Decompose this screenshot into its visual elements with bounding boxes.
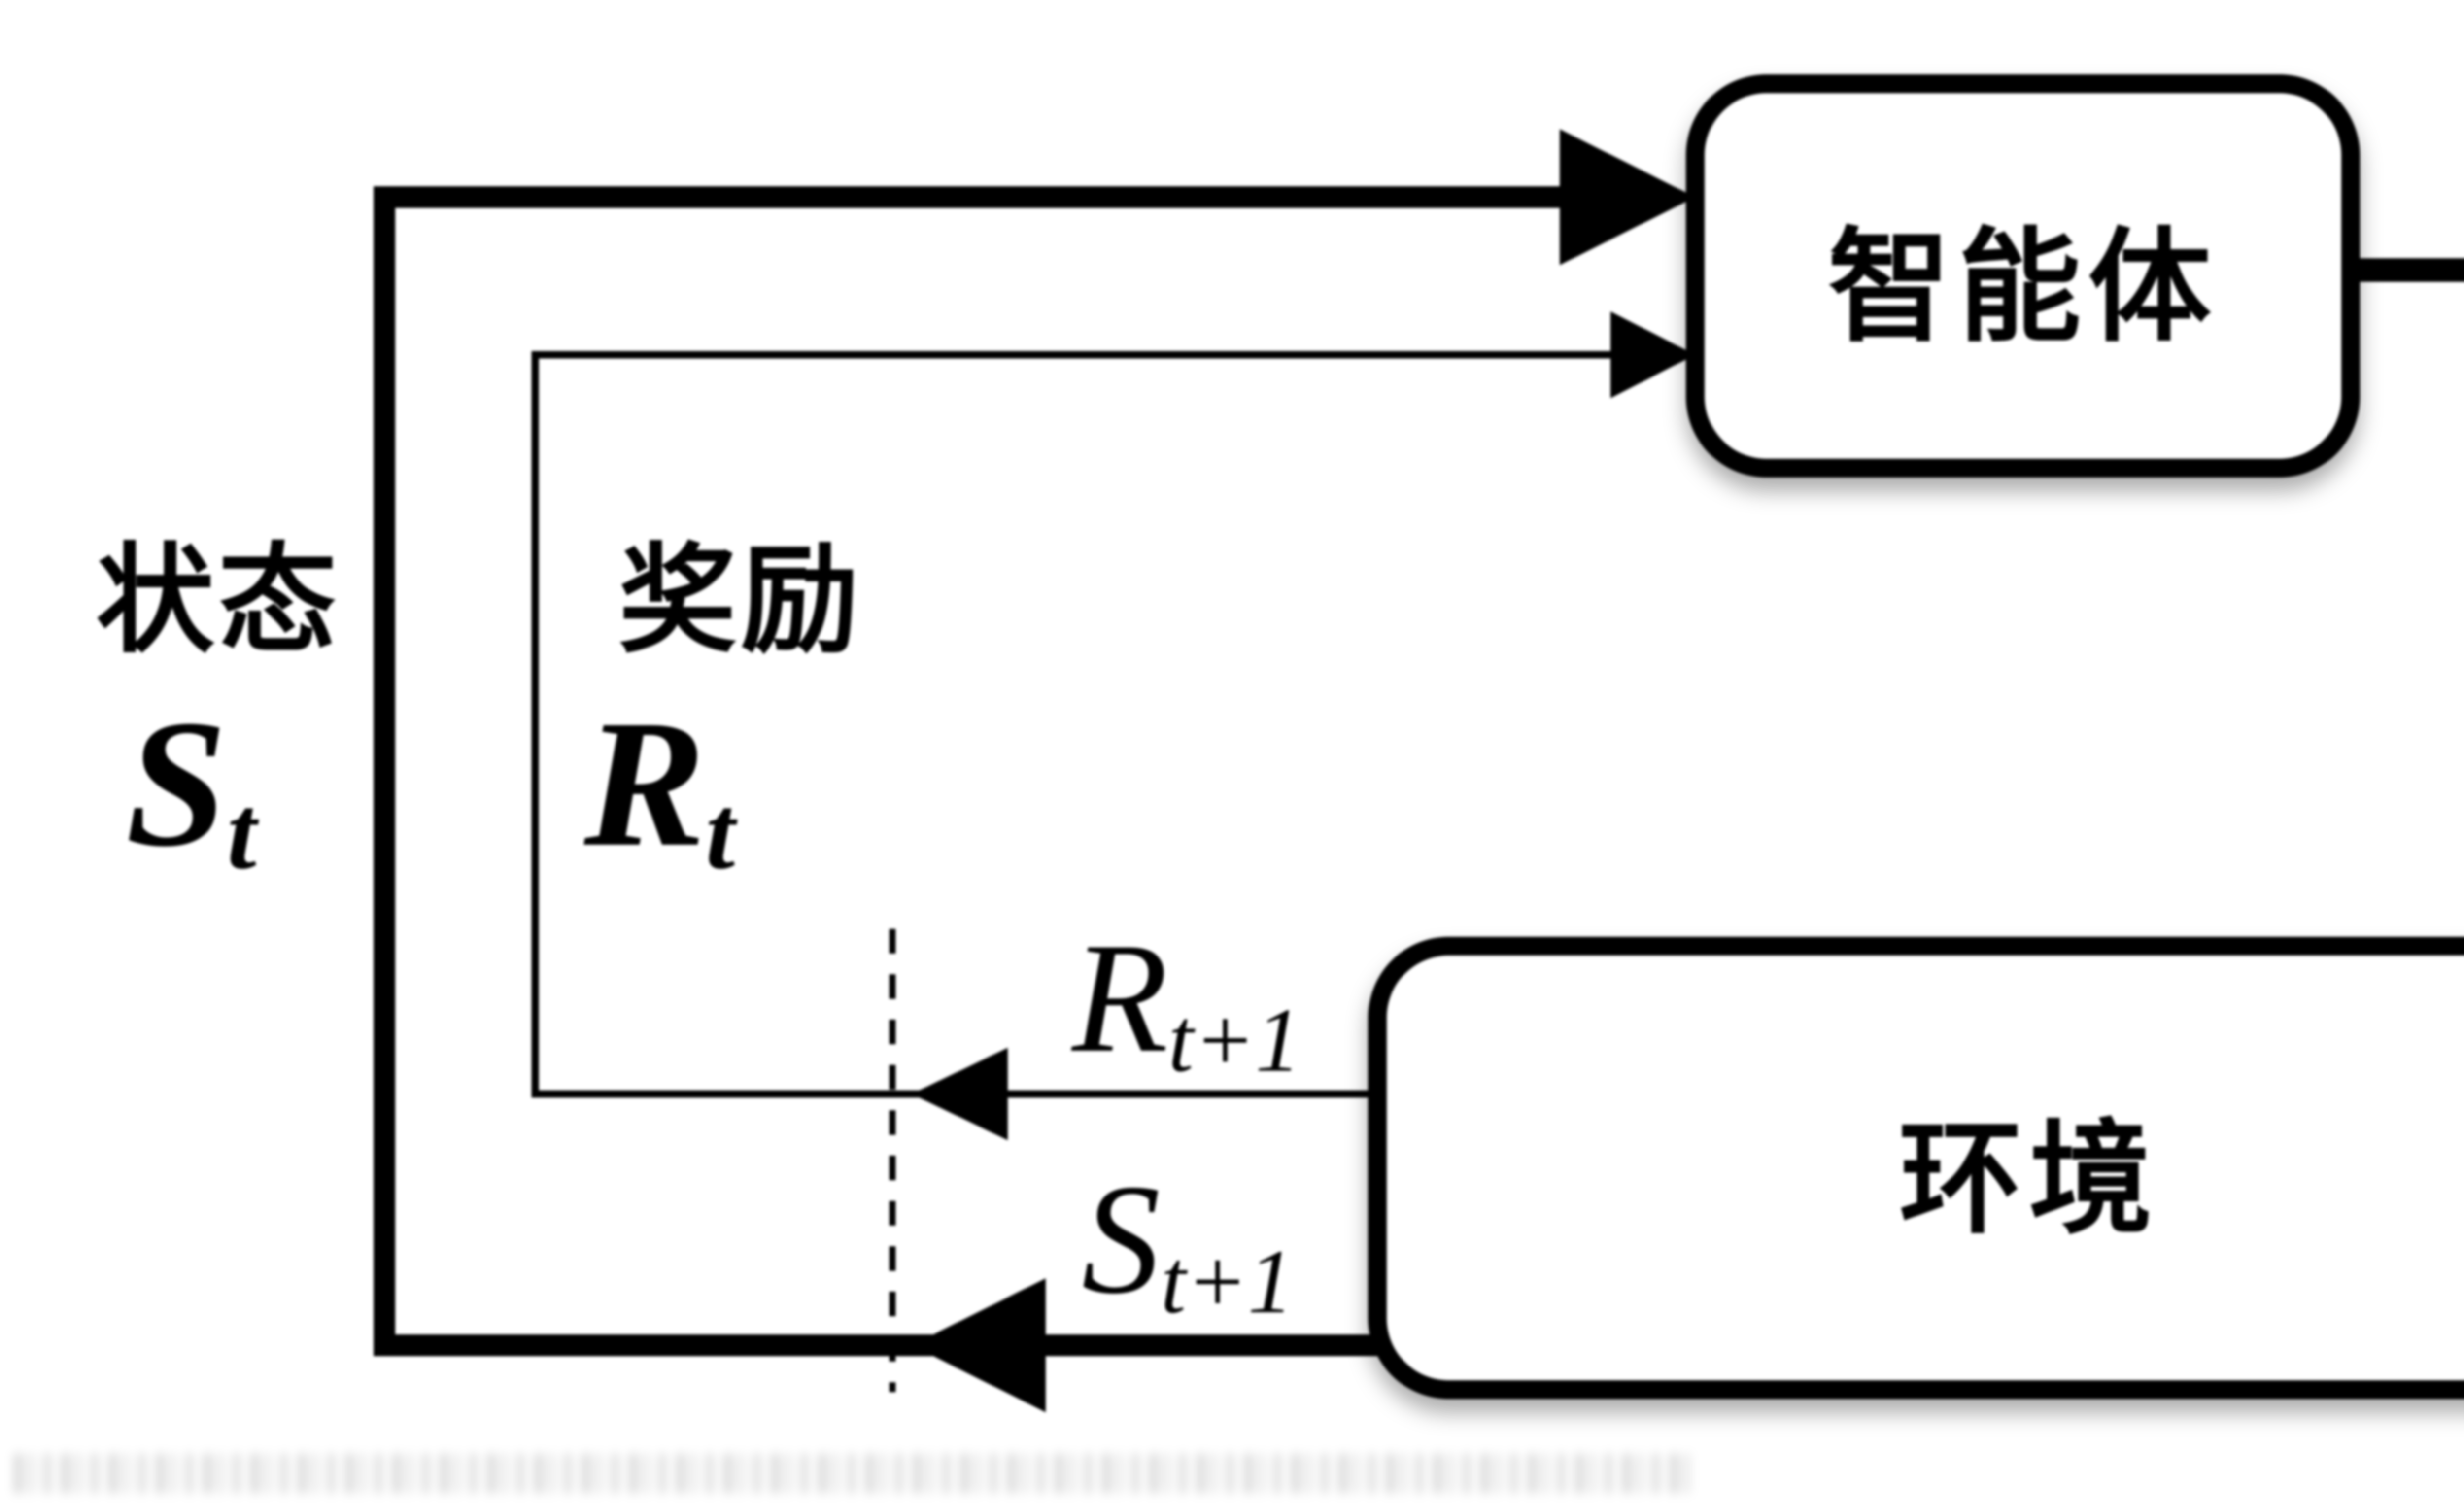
next-state-symbol-subscript: t+1 (1161, 1231, 1294, 1332)
reward-symbol-subscript: t (705, 774, 735, 891)
reward-symbol-base: R (584, 683, 706, 885)
next-reward-symbol: Rt+1 (1072, 919, 1301, 1086)
reward-symbol: Rt (584, 692, 735, 886)
next-reward-symbol-subscript: t+1 (1168, 990, 1301, 1091)
agent-box-label: 智能体 (1828, 220, 2218, 357)
state-loop-line (374, 186, 1621, 1356)
next-state-symbol-base: S (1082, 1152, 1161, 1327)
next-state-arrowhead-at-boundary (912, 1278, 1046, 1412)
cut-off-caption-remnant (15, 1454, 1700, 1493)
next-state-symbol: St+1 (1082, 1161, 1294, 1328)
agent-box (1686, 74, 2360, 478)
reward-arrowhead-into-agent (1610, 311, 1695, 398)
state-symbol-base: S (126, 683, 227, 885)
next-reward-arrowhead-at-boundary (912, 1048, 1008, 1140)
state-symbol: St (126, 692, 256, 886)
reward-label: 奖励 (618, 536, 863, 667)
state-label: 状态 (96, 536, 341, 667)
state-arrowhead-into-agent (1560, 129, 1695, 265)
environment-box-label: 环境 (1899, 1112, 2159, 1249)
next-reward-symbol-base: R (1072, 911, 1168, 1085)
environment-box (1368, 937, 2464, 1399)
state-symbol-subscript: t (227, 774, 257, 891)
